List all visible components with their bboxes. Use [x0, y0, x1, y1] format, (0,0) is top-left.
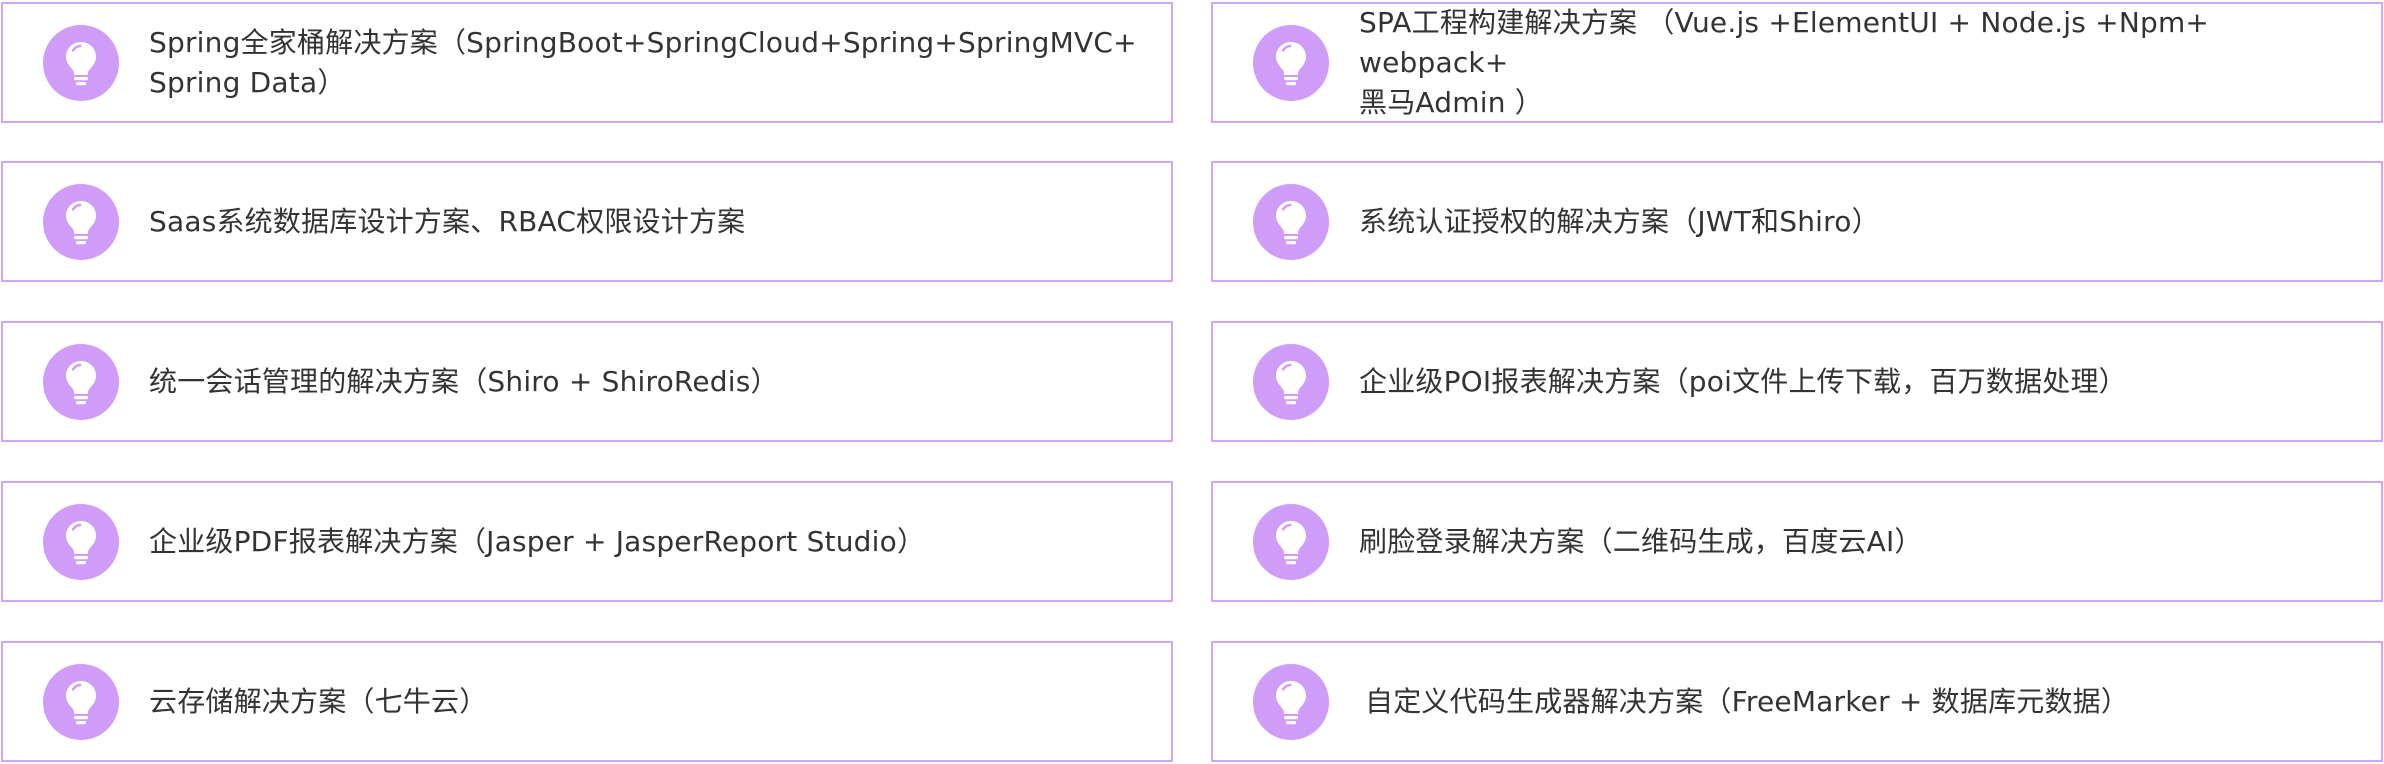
solution-title-line: 企业级POI报表解决方案（poi文件上传下载，百万数据处理）	[1359, 364, 2127, 398]
solution-title-line: 刷脸登录解决方案（二维码生成，百度云AI）	[1359, 524, 1923, 558]
lightbulb-icon	[43, 503, 119, 580]
solution-title-line: 企业级PDF报表解决方案（Jasper + JasperReport Studi…	[149, 524, 926, 558]
lightbulb-icon	[1253, 663, 1329, 740]
solution-title: 云存储解决方案（七牛云）	[149, 682, 487, 722]
solution-title: 刷脸登录解决方案（二维码生成，百度云AI）	[1359, 522, 1923, 562]
solution-card[interactable]: 云存储解决方案（七牛云）	[1, 641, 1173, 762]
solution-card[interactable]: 系统认证授权的解决方案（JWT和Shiro）	[1211, 161, 2383, 282]
lightbulb-icon	[1253, 343, 1329, 420]
solution-title-line: Spring全家桶解决方案（SpringBoot+SpringCloud+Spr…	[149, 25, 1137, 59]
solution-title-line: Saas系统数据库设计方案、RBAC权限设计方案	[149, 204, 746, 238]
solution-card[interactable]: 自定义代码生成器解决方案（FreeMarker + 数据库元数据）	[1211, 641, 2383, 762]
solution-title: Spring全家桶解决方案（SpringBoot+SpringCloud+Spr…	[149, 23, 1137, 103]
lightbulb-icon	[1253, 24, 1329, 101]
solution-card[interactable]: 企业级PDF报表解决方案（Jasper + JasperReport Studi…	[1, 481, 1173, 602]
solution-title-line: Spring Data）	[149, 65, 346, 99]
solution-card[interactable]: 企业级POI报表解决方案（poi文件上传下载，百万数据处理）	[1211, 321, 2383, 442]
lightbulb-icon	[1253, 183, 1329, 260]
lightbulb-icon	[43, 24, 119, 101]
solution-card[interactable]: SPA工程构建解决方案 （Vue.js +ElementUI + Node.js…	[1211, 2, 2383, 123]
solution-title-line: 统一会话管理的解决方案（Shiro + ShiroRedis）	[149, 364, 779, 398]
solution-title-line: 自定义代码生成器解决方案（FreeMarker + 数据库元数据）	[1365, 684, 2130, 718]
lightbulb-icon	[43, 343, 119, 420]
solution-title: SPA工程构建解决方案 （Vue.js +ElementUI + Node.js…	[1359, 3, 2351, 123]
solution-title: 统一会话管理的解决方案（Shiro + ShiroRedis）	[149, 362, 779, 402]
solution-title: 企业级POI报表解决方案（poi文件上传下载，百万数据处理）	[1359, 362, 2127, 402]
solution-card[interactable]: 统一会话管理的解决方案（Shiro + ShiroRedis）	[1, 321, 1173, 442]
solution-card[interactable]: Spring全家桶解决方案（SpringBoot+SpringCloud+Spr…	[1, 2, 1173, 123]
solution-title-line: 系统认证授权的解决方案（JWT和Shiro）	[1359, 204, 1880, 238]
solution-title-line: 云存储解决方案（七牛云）	[149, 684, 488, 718]
solution-title: 企业级PDF报表解决方案（Jasper + JasperReport Studi…	[149, 522, 925, 562]
solution-title: Saas系统数据库设计方案、RBAC权限设计方案	[149, 202, 745, 242]
lightbulb-icon	[1253, 503, 1329, 580]
solution-title-line: 黑马Admin ）	[1359, 85, 1543, 119]
lightbulb-icon	[43, 183, 119, 260]
lightbulb-icon	[43, 663, 119, 740]
solution-card[interactable]: 刷脸登录解决方案（二维码生成，百度云AI）	[1211, 481, 2383, 602]
solution-title: 自定义代码生成器解决方案（FreeMarker + 数据库元数据）	[1365, 682, 2129, 722]
solution-card[interactable]: Saas系统数据库设计方案、RBAC权限设计方案	[1, 161, 1173, 282]
solution-title-line: SPA工程构建解决方案 （Vue.js +ElementUI + Node.js…	[1359, 5, 2210, 79]
solution-title: 系统认证授权的解决方案（JWT和Shiro）	[1359, 202, 1880, 242]
